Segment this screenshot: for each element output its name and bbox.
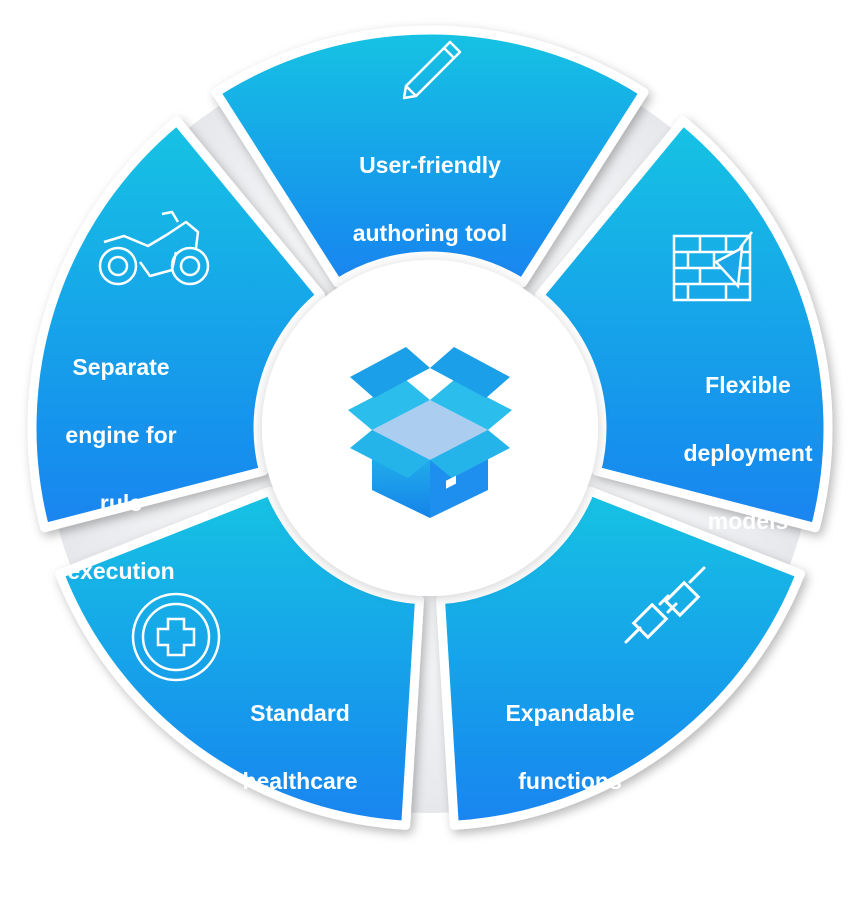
segment-label-terminology: Standard healthcare terminology bbox=[234, 700, 366, 862]
segment-terminology bbox=[55, 486, 424, 830]
pencil-icon bbox=[402, 40, 462, 100]
segment-label-deployment: Flexible deployment models bbox=[683, 372, 813, 534]
motorcycle-icon bbox=[98, 210, 210, 286]
segment-deployment bbox=[534, 116, 833, 533]
plug-icon bbox=[624, 566, 706, 644]
segment-engine bbox=[27, 116, 326, 533]
medical-cross-icon bbox=[131, 592, 221, 682]
segment-label-plugins: Expandable functions via plugins bbox=[505, 700, 635, 862]
segment-plugins bbox=[436, 486, 805, 830]
center-disc bbox=[262, 260, 598, 596]
feature-wheel-diagram bbox=[27, 25, 833, 830]
open-box-icon bbox=[348, 347, 512, 518]
brick-wall-trowel-icon bbox=[672, 231, 753, 302]
segment-label-engine: Separate engine for rule execution bbox=[65, 354, 177, 584]
segment-label-authoring: User-friendly authoring tool bbox=[352, 152, 508, 246]
segment-authoring bbox=[211, 25, 649, 288]
